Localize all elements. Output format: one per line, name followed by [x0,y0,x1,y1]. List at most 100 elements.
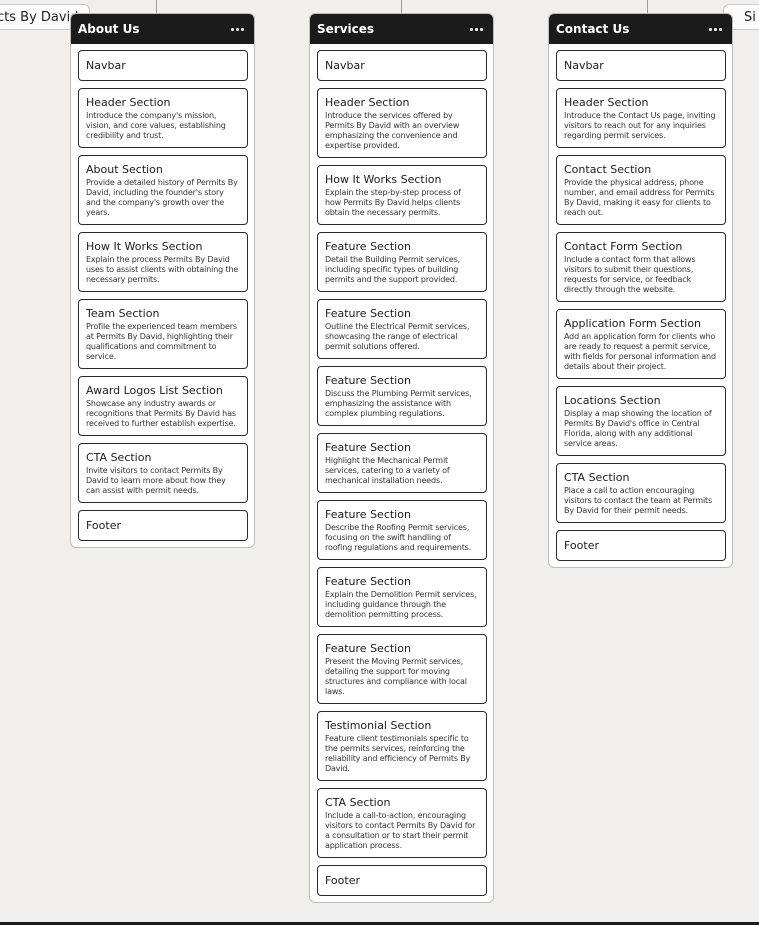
section-title: Feature Section [325,441,411,454]
tree-connector [647,0,648,14]
section-description: Highlight the Mechanical Permit services… [325,456,450,485]
section-description: Add an application form for clients who … [564,332,716,371]
more-options-icon[interactable] [229,24,246,35]
section-title: CTA Section [325,796,391,809]
section-title: Feature Section [325,642,411,655]
section-title: How It Works Section [86,240,203,253]
section-title: Team Section [86,307,160,320]
section-description: Explain the process Permits By David use… [86,255,239,284]
section-title: Navbar [564,58,604,72]
page-title: Services [317,22,375,36]
page-title: Contact Us [556,22,630,36]
section-title: How It Works Section [325,173,442,186]
section-title: Footer [86,518,121,532]
section-description: Include a contact form that allows visit… [564,255,696,294]
section-description: Explain the Demolition Permit services, … [325,590,477,619]
section-title: Award Logos List Section [86,384,223,397]
section-title: Footer [564,538,599,552]
section-title: Feature Section [325,575,411,588]
page-card-header: Services [310,14,493,44]
section-title: Footer [325,873,360,887]
section-title: Header Section [564,96,649,109]
section-title: Testimonial Section [325,719,432,732]
section-description: Explain the step-by-step process of how … [325,188,461,217]
section-title: Feature Section [325,374,411,387]
section-description: Detail the Building Permit services, inc… [325,255,461,284]
section-title: Feature Section [325,240,411,253]
section-title: Navbar [86,58,126,72]
section-description: Place a call to action encouraging visit… [564,486,713,515]
section-title: Contact Section [564,163,652,176]
section-description: Provide the physical address, phone numb… [564,178,715,217]
section-description: Include a call-to-action, encouraging vi… [325,811,476,850]
section-title: About Section [86,163,163,176]
section-description: Display a map showing the location of Pe… [564,409,712,448]
section-description: Introduce the Contact Us page, inviting … [564,111,716,140]
page-card-header: About Us [71,14,254,44]
page-card-header: Contact Us [549,14,732,44]
page-title: About Us [78,22,140,36]
section-title: Contact Form Section [564,240,683,253]
section-title: Navbar [325,58,365,72]
section-title: Application Form Section [564,317,702,330]
section-title: CTA Section [86,451,152,464]
section-description: Outline the Electrical Permit services, … [325,322,470,351]
canvas-bottom-border [0,922,759,925]
section-block-footer[interactable]: Footer [317,865,487,896]
section-title: CTA Section [564,471,630,484]
section-description: Provide a detailed history of Permits By… [86,178,238,217]
section-title: Locations Section [564,394,661,407]
section-block-navbar[interactable]: Navbar [556,50,726,81]
more-options-icon[interactable] [468,24,485,35]
more-options-icon[interactable] [707,24,724,35]
section-title: Feature Section [325,307,411,320]
section-description: Describe the Roofing Permit services, fo… [325,523,472,552]
section-description: Discuss the Plumbing Permit services, em… [325,389,472,418]
section-description: Feature client testimonials specific to … [325,734,471,773]
section-title: Feature Section [325,508,411,521]
tree-connector [156,0,157,14]
section-description: Profile the experienced team members at … [86,322,237,361]
section-description: Invite visitors to contact Permits By Da… [86,466,226,495]
section-title: Header Section [86,96,171,109]
section-description: Present the Moving Permit services, deta… [325,657,467,696]
section-block-navbar[interactable]: Navbar [317,50,487,81]
tree-connector [401,0,402,14]
section-description: Showcase any industry awards or recognit… [86,399,236,428]
section-block-footer[interactable]: Footer [78,510,248,541]
section-description: Introduce the company's mission, vision,… [86,111,226,140]
section-title: Header Section [325,96,410,109]
section-block-footer[interactable]: Footer [556,530,726,561]
section-block-navbar[interactable]: Navbar [78,50,248,81]
section-description: Introduce the services offered by Permit… [325,111,460,150]
